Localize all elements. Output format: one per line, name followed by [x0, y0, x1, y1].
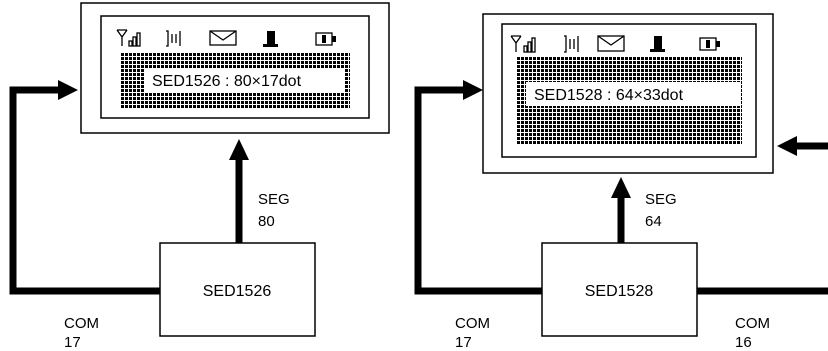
right-display-label: SED1528 : 64×33dot: [534, 87, 684, 104]
left-com-count: 17: [64, 334, 81, 351]
vibrate-icon: [166, 30, 181, 47]
right-seg-label: SEG: [645, 191, 677, 208]
left-com-arrowhead: [58, 80, 78, 100]
right-com-right-arrowhead: [777, 136, 797, 156]
left-display-label-box: [144, 68, 344, 92]
left-system: SED1526 : 80×17dot SED1526 SEG 80 COM 17: [9, 2, 390, 351]
envelope-icon: [209, 30, 237, 46]
left-com-wire: [9, 86, 160, 295]
left-chip-label: SED1526: [203, 283, 272, 300]
left-status-icons: [116, 29, 336, 47]
envelope-icon: [597, 35, 625, 52]
left-seg-label: SEG: [258, 191, 290, 208]
antenna-icon: [116, 29, 128, 46]
left-com-label: COM: [64, 315, 99, 332]
left-display-label: SED1526 : 80×17dot: [152, 73, 302, 90]
battery-icon: [699, 37, 720, 51]
right-com-left-label: COM: [455, 315, 490, 332]
battery-icon: [315, 32, 336, 46]
right-com-right-count: 16: [735, 334, 752, 351]
right-status-icons: [510, 35, 720, 53]
handset-icon: [263, 31, 278, 47]
right-chip-label: SED1528: [585, 283, 654, 300]
left-seg-arrowhead: [229, 139, 249, 160]
right-com-left-arrowhead: [463, 80, 483, 100]
left-seg-count: 80: [258, 213, 275, 230]
right-driver-chip: [541, 242, 698, 337]
left-driver-chip: [159, 242, 316, 337]
right-com-right-label: COM: [735, 315, 770, 332]
signal-bars-icon: [128, 32, 141, 47]
right-com-left-wire: [414, 86, 542, 295]
right-com-left-count: 17: [455, 334, 472, 351]
handset-icon: [650, 36, 665, 52]
antenna-icon: [510, 35, 522, 52]
right-seg-count: 64: [645, 213, 662, 230]
vibrate-icon: [564, 35, 579, 53]
right-seg-arrowhead: [611, 177, 631, 198]
signal-bars-icon: [523, 37, 536, 53]
right-system: SED1528 : 64×33dot SED1528 SEG 64 COM 17…: [414, 13, 828, 351]
right-display-label-box: [526, 82, 740, 106]
